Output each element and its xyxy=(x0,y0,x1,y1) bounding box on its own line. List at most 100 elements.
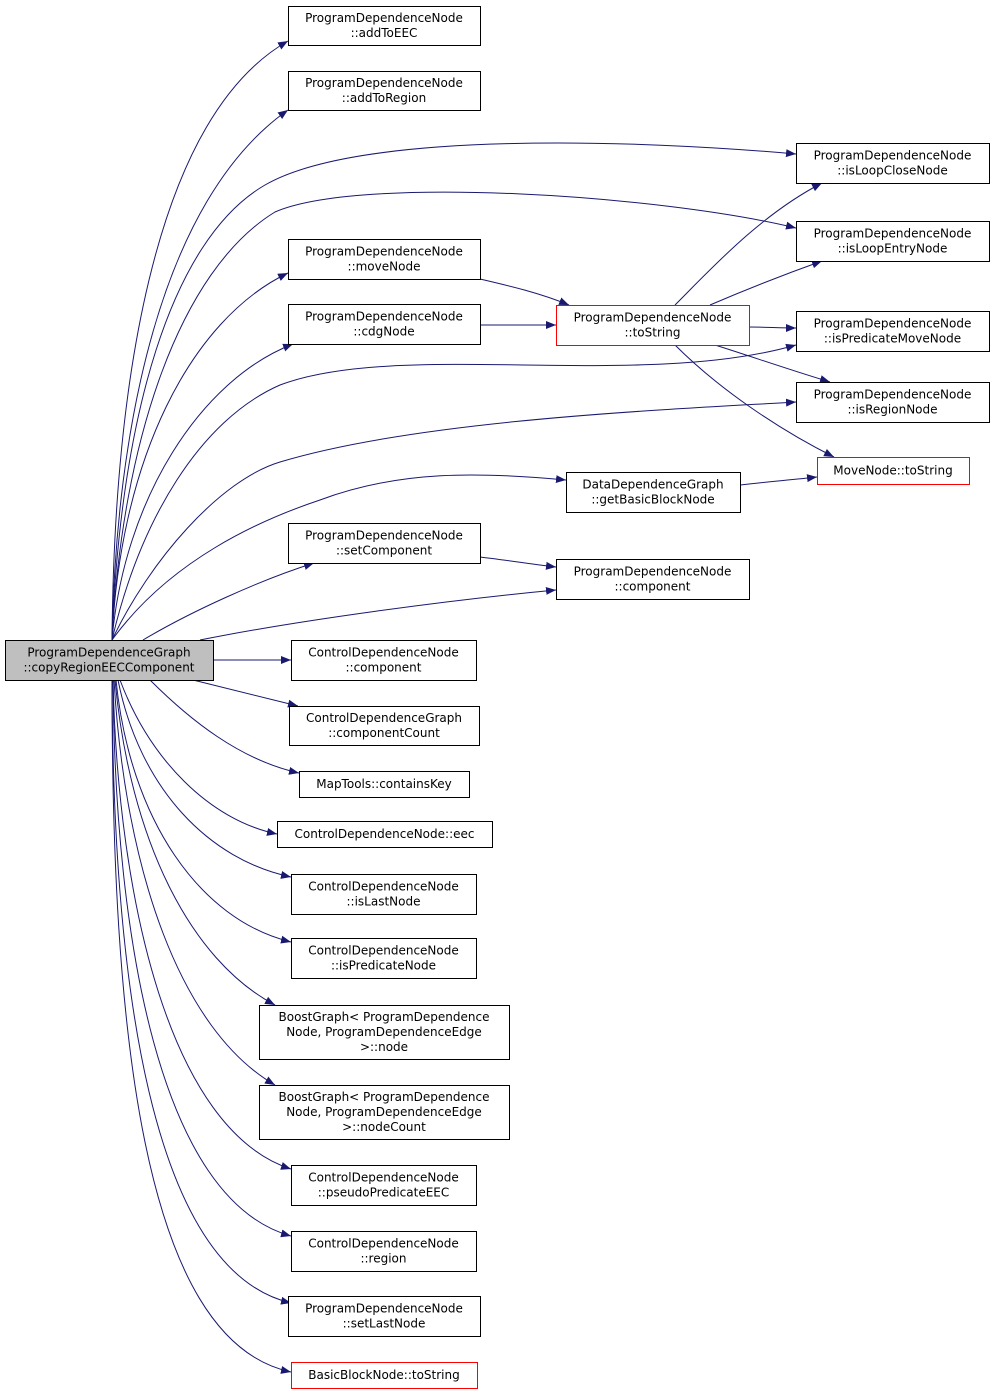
node-addToEEC[interactable]: ProgramDependenceNode::addToEEC xyxy=(288,6,481,46)
node-label-line: Node, ProgramDependenceEdge xyxy=(286,1025,482,1039)
edge-getBasicBlockNode-to-moveNodeToString xyxy=(739,474,818,486)
edge-root-to-isRegionNode xyxy=(111,398,797,641)
node-label-line: ::cdgNode xyxy=(353,325,414,339)
node-box xyxy=(291,1165,477,1206)
node-label-line: ::isLoopEntryNode xyxy=(838,242,948,256)
node-box xyxy=(288,523,481,564)
node-label-line: ControlDependenceNode xyxy=(308,944,459,958)
node-bgNodeCount[interactable]: BoostGraph< ProgramDependenceNode, Progr… xyxy=(259,1085,510,1140)
edge-pdnToString-to-moveNodeToString xyxy=(674,344,835,458)
node-label-line: ::getBasicBlockNode xyxy=(591,493,714,507)
node-label-line: ProgramDependenceNode xyxy=(305,529,463,543)
node-label-line: ControlDependenceNode xyxy=(308,880,459,894)
node-box xyxy=(291,640,477,681)
node-label-line: ::addToEEC xyxy=(351,26,418,40)
node-addToRegion[interactable]: ProgramDependenceNode::addToRegion xyxy=(288,71,481,111)
node-box xyxy=(291,874,477,915)
edge-pdnToString-to-isLoopEntryNode xyxy=(709,260,823,306)
node-moveNode[interactable]: ProgramDependenceNode::moveNode xyxy=(288,239,481,280)
node-label-line: >::nodeCount xyxy=(342,1120,426,1134)
node-label-line: MoveNode::toString xyxy=(833,464,952,478)
edge-root-to-containsKey xyxy=(149,679,300,775)
node-isLoopCloseNode[interactable]: ProgramDependenceNode::isLoopCloseNode xyxy=(796,143,990,184)
edge-setComponent-to-pdnComponent xyxy=(479,556,557,570)
node-box xyxy=(259,1085,510,1140)
node-region[interactable]: ControlDependenceNode::region xyxy=(291,1231,477,1272)
edge-root-to-bgNode xyxy=(114,679,276,1006)
node-cdnComponent[interactable]: ControlDependenceNode::component xyxy=(291,640,477,681)
edge-root-to-addToRegion xyxy=(111,109,289,641)
edge-root-to-getBasicBlockNode xyxy=(111,474,567,641)
node-label-line: ::isLastNode xyxy=(347,895,421,909)
node-pdnToString[interactable]: ProgramDependenceNode::toString xyxy=(556,305,750,346)
node-label-line: BoostGraph< ProgramDependence xyxy=(279,1090,490,1104)
edge-pdnToString-to-isPredicateMoveNode xyxy=(748,323,797,332)
node-box xyxy=(566,472,741,513)
node-isLoopEntryNode[interactable]: ProgramDependenceNode::isLoopEntryNode xyxy=(796,221,990,262)
edge-root-to-isLastNode xyxy=(117,679,292,879)
node-bgNode[interactable]: BoostGraph< ProgramDependenceNode, Progr… xyxy=(259,1005,510,1060)
node-label-line: ::addToRegion xyxy=(342,91,426,105)
node-label-line: ::moveNode xyxy=(348,260,421,274)
edge-root-to-setComponent xyxy=(142,562,315,641)
node-label-line: ::setLastNode xyxy=(343,1317,426,1331)
node-box xyxy=(817,457,970,485)
edge-root-to-isLoopEntryNode xyxy=(111,191,797,641)
node-label-line: ProgramDependenceNode xyxy=(814,149,972,163)
node-box xyxy=(796,311,990,352)
node-moveNodeToString[interactable]: MoveNode::toString xyxy=(817,457,970,485)
edge-root-to-bgNodeCount xyxy=(113,679,276,1086)
node-isLastNode[interactable]: ControlDependenceNode::isLastNode xyxy=(291,874,477,915)
node-label-line: MapTools::containsKey xyxy=(316,777,452,791)
node-box xyxy=(288,6,481,46)
node-box xyxy=(288,304,481,345)
node-box xyxy=(259,1005,510,1060)
node-label-line: ControlDependenceNode xyxy=(308,1237,459,1251)
node-eec[interactable]: ControlDependenceNode::eec xyxy=(277,821,493,848)
node-cdgNode[interactable]: ProgramDependenceNode::cdgNode xyxy=(288,304,481,345)
node-label-line: >::node xyxy=(360,1040,408,1054)
edge-moveNode-to-pdnToString xyxy=(479,278,570,306)
node-box xyxy=(291,1231,477,1272)
node-label-line: DataDependenceGraph xyxy=(582,478,723,492)
node-root[interactable]: ProgramDependenceGraph::copyRegionEECCom… xyxy=(5,640,214,681)
node-box xyxy=(291,1362,478,1389)
node-label-line: ProgramDependenceNode xyxy=(814,227,972,241)
edge-root-to-eec xyxy=(119,679,278,836)
node-label-line: ProgramDependenceGraph xyxy=(27,646,190,660)
node-label-line: ::toString xyxy=(625,326,681,340)
node-box xyxy=(796,382,990,423)
node-label-line: BoostGraph< ProgramDependence xyxy=(279,1010,490,1024)
node-box xyxy=(288,1296,481,1337)
edges-layer xyxy=(111,40,835,1374)
node-label-line: ProgramDependenceNode xyxy=(814,388,972,402)
edge-root-to-bbnToString xyxy=(111,679,292,1374)
node-box xyxy=(288,239,481,280)
node-isPredicateNode[interactable]: ControlDependenceNode::isPredicateNode xyxy=(291,938,477,979)
node-label-line: ProgramDependenceNode xyxy=(574,311,732,325)
node-box xyxy=(277,821,493,848)
node-box xyxy=(5,640,214,681)
edge-root-to-isLoopCloseNode xyxy=(111,142,797,641)
edge-root-to-pseudoPredicateEEC xyxy=(112,679,292,1170)
node-isPredicateMoveNode[interactable]: ProgramDependenceNode::isPredicateMoveNo… xyxy=(796,311,990,352)
node-containsKey[interactable]: MapTools::containsKey xyxy=(299,771,470,798)
node-box xyxy=(288,71,481,111)
node-box xyxy=(796,221,990,262)
node-setLastNode[interactable]: ProgramDependenceNode::setLastNode xyxy=(288,1296,481,1337)
node-box xyxy=(556,559,750,600)
node-label-line: ::component xyxy=(615,580,691,594)
node-componentCount[interactable]: ControlDependenceGraph::componentCount xyxy=(289,706,480,746)
node-bbnToString[interactable]: BasicBlockNode::toString xyxy=(291,1362,478,1389)
node-pdnComponent[interactable]: ProgramDependenceNode::component xyxy=(556,559,750,600)
node-box xyxy=(299,771,470,798)
node-pseudoPredicateEEC[interactable]: ControlDependenceNode::pseudoPredicateEE… xyxy=(291,1165,477,1206)
node-getBasicBlockNode[interactable]: DataDependenceGraph::getBasicBlockNode xyxy=(566,472,741,513)
node-label-line: ::component xyxy=(346,661,422,675)
node-setComponent[interactable]: ProgramDependenceNode::setComponent xyxy=(288,523,481,564)
edge-root-to-moveNode xyxy=(111,272,289,641)
node-label-line: ProgramDependenceNode xyxy=(305,76,463,90)
node-isRegionNode[interactable]: ProgramDependenceNode::isRegionNode xyxy=(796,382,990,423)
node-label-line: ProgramDependenceNode xyxy=(305,1302,463,1316)
